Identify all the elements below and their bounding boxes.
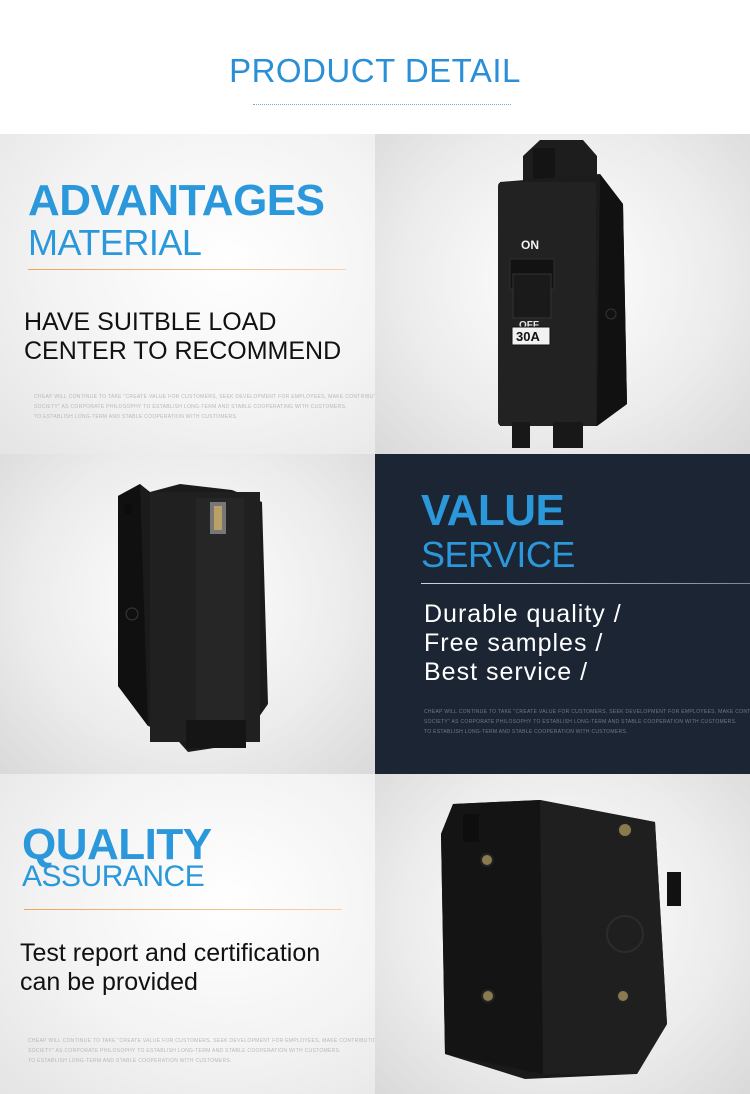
value-line-1: Durable quality / [424,600,622,628]
advantages-line-2: CENTER TO RECOMMEND [24,337,342,365]
breaker-front-image: ON OFF 30A [498,140,627,448]
breaker-back-face [540,800,667,1074]
breaker-back-photo [375,774,750,1094]
breaker-side-face [441,800,543,1074]
fine-print-line: SOCIETY" AS CORPORATE PHILOSOPHY TO ESTA… [424,719,737,725]
advantages-body: HAVE SUITBLE LOAD CENTER TO RECOMMEND [24,308,341,366]
quality-text-panel: QUALITY ASSURANCE Test report and certif… [0,774,375,1094]
fine-print-line: SOCIETY" AS CORPORATE PHILOSOPHY TO ESTA… [28,1048,341,1054]
toggle-handle [512,273,552,319]
fine-print-line: SOCIETY" AS CORPORATE PHILOSOPHY TO ESTA… [34,404,347,410]
rivet [617,822,633,838]
advantages-heading: ADVANTAGES [28,176,325,225]
value-line-3: Best service / [424,658,589,686]
rivet [481,989,495,1003]
rivet [480,853,494,867]
fine-print-line: TO ESTABLISH LONG-TERM AND STABLE COOPER… [34,414,238,420]
breaker-end-face [118,484,148,726]
fine-print-line: CHEAP WILL CONTINUE TO TAKE "CREATE VALU… [34,394,375,400]
side-logo-emboss [605,308,617,320]
section-advantages: ADVANTAGES MATERIAL HAVE SUITBLE LOAD CE… [0,134,750,454]
breaker-angle-photo [0,454,375,774]
fine-print-line: TO ESTABLISH LONG-TERM AND STABLE COOPER… [424,729,628,735]
material-subheading: MATERIAL [28,222,202,263]
quality-line-2: can be provided [20,968,198,996]
section-value: VALUE SERVICE Durable quality / Free sam… [0,454,750,774]
side-logo-emboss [125,607,139,621]
service-subheading: SERVICE [421,534,575,575]
orange-divider [28,269,346,270]
advantages-text-panel: ADVANTAGES MATERIAL HAVE SUITBLE LOAD CE… [0,134,375,454]
mount-hole [123,504,133,514]
breaker-side [597,174,627,426]
title-underline [253,104,511,105]
rating-badge [511,326,551,346]
breaker-bottom-prong [553,422,583,448]
value-body: Durable quality / Free samples / Best se… [424,600,622,687]
advantages-fine-print: CHEAP WILL CONTINUE TO TAKE "CREATE VALU… [34,392,375,422]
quality-heading: QUALITY [22,820,212,869]
circular-emboss [606,915,644,953]
breaker-front-photo: ON OFF 30A [375,134,750,454]
breaker-back-image [441,800,681,1079]
quality-fine-print: CHEAP WILL CONTINUE TO TAKE "CREATE VALU… [28,1036,375,1066]
orange-divider [24,909,342,910]
value-fine-print: CHEAP WILL CONTINUE TO TAKE "CREATE VALU… [424,707,750,737]
page-title: PRODUCT DETAIL [229,52,521,89]
quality-body: Test report and certification can be pro… [20,939,320,997]
breaker-angle-image [118,484,268,752]
section-quality: QUALITY ASSURANCE Test report and certif… [0,774,750,1094]
value-line-2: Free samples / [424,629,604,657]
assurance-subheading: ASSURANCE [22,860,205,893]
value-heading: VALUE [421,486,565,535]
breaker-bottom-prong [186,720,246,748]
advantages-line-1: HAVE SUITBLE LOAD [24,308,277,336]
fine-print-line: TO ESTABLISH LONG-TERM AND STABLE COOPER… [28,1058,232,1064]
value-text-panel: VALUE SERVICE Durable quality / Free sam… [375,454,750,774]
rating-text: 30A [516,329,540,344]
breaker-bottom-prong [512,422,530,448]
quality-line-1: Test report and certification [20,939,321,967]
light-divider [421,583,750,584]
terminal-contact [214,506,222,530]
breaker-raised-panel [196,498,244,738]
page-header: PRODUCT DETAIL [0,0,750,134]
rivet [616,989,630,1003]
mount-slot [463,814,479,842]
breaker-clip-slot [533,148,555,188]
fine-print-line: CHEAP WILL CONTINUE TO TAKE "CREATE VALU… [28,1038,375,1044]
fine-print-line: CHEAP WILL CONTINUE TO TAKE "CREATE VALU… [424,709,750,715]
on-label: ON [521,238,539,252]
off-label: OFF [519,320,539,331]
toggle-handle [667,872,681,906]
